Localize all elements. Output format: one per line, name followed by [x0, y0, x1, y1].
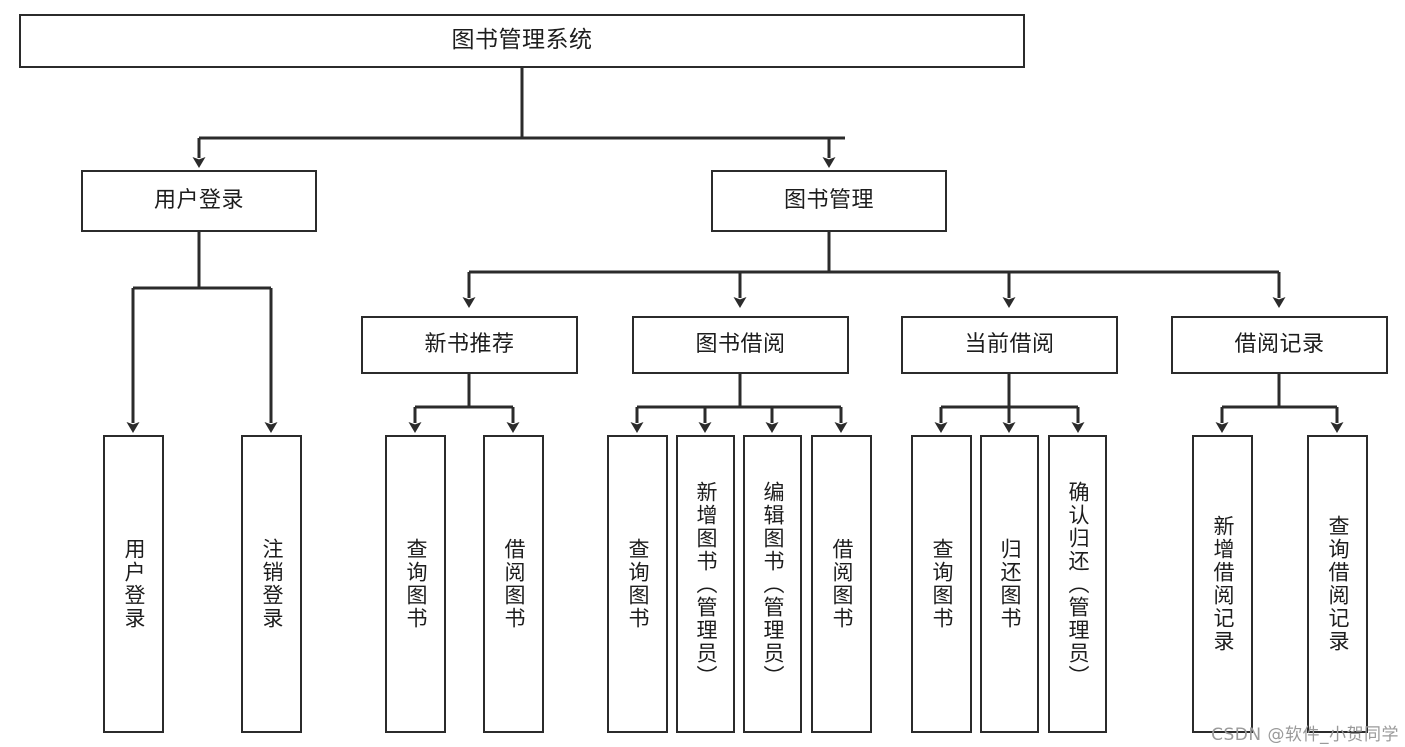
node-leaf-user-login-label: 用户登录 — [122, 538, 146, 630]
node-leaf-add-book-label: 新增图书（管理员） — [694, 480, 718, 688]
node-leaf-query-book-1[interactable]: 查询图书 — [385, 435, 446, 733]
node-user-login[interactable]: 用户登录 — [81, 170, 317, 232]
node-leaf-confirm-return-label: 确认归还（管理员） — [1066, 480, 1090, 688]
node-leaf-add-book[interactable]: 新增图书（管理员） — [676, 435, 735, 733]
node-leaf-query-book-3[interactable]: 查询图书 — [911, 435, 972, 733]
node-leaf-return-book-label: 归还图书 — [998, 538, 1022, 630]
node-leaf-edit-book-label: 编辑图书（管理员） — [761, 480, 785, 688]
node-leaf-query-book-2[interactable]: 查询图书 — [607, 435, 668, 733]
node-current-borrow-label: 当前借阅 — [964, 332, 1055, 358]
watermark-text: CSDN @软件_小贺同学 — [1211, 725, 1399, 745]
node-leaf-logout-label: 注销登录 — [260, 538, 284, 630]
node-borrow-record[interactable]: 借阅记录 — [1171, 316, 1388, 374]
node-leaf-confirm-return[interactable]: 确认归还（管理员） — [1048, 435, 1107, 733]
node-book-borrow-label: 图书借阅 — [695, 332, 786, 358]
node-new-book-rec-label: 新书推荐 — [424, 332, 515, 358]
node-leaf-borrow-book-2-label: 借阅图书 — [830, 538, 854, 630]
node-leaf-borrow-book-1[interactable]: 借阅图书 — [483, 435, 544, 733]
node-leaf-user-login[interactable]: 用户登录 — [103, 435, 164, 733]
node-book-borrow[interactable]: 图书借阅 — [632, 316, 849, 374]
node-current-borrow[interactable]: 当前借阅 — [901, 316, 1118, 374]
node-leaf-borrow-book-1-label: 借阅图书 — [502, 538, 526, 630]
node-new-book-rec[interactable]: 新书推荐 — [361, 316, 578, 374]
node-leaf-query-record-label: 查询借阅记录 — [1326, 515, 1350, 653]
node-borrow-record-label: 借阅记录 — [1234, 332, 1325, 358]
node-root[interactable]: 图书管理系统 — [19, 14, 1025, 68]
node-leaf-logout[interactable]: 注销登录 — [241, 435, 302, 733]
node-leaf-query-book-1-label: 查询图书 — [404, 538, 428, 630]
node-leaf-add-record[interactable]: 新增借阅记录 — [1192, 435, 1253, 733]
node-leaf-query-book-2-label: 查询图书 — [626, 538, 650, 630]
node-book-manage[interactable]: 图书管理 — [711, 170, 947, 232]
node-leaf-return-book[interactable]: 归还图书 — [980, 435, 1039, 733]
node-leaf-edit-book[interactable]: 编辑图书（管理员） — [743, 435, 802, 733]
node-root-label: 图书管理系统 — [451, 27, 593, 54]
node-leaf-borrow-book-2[interactable]: 借阅图书 — [811, 435, 872, 733]
node-book-manage-label: 图书管理 — [783, 188, 874, 214]
node-leaf-query-book-3-label: 查询图书 — [930, 538, 954, 630]
node-leaf-query-record[interactable]: 查询借阅记录 — [1307, 435, 1368, 733]
node-leaf-add-record-label: 新增借阅记录 — [1211, 515, 1235, 653]
node-user-login-label: 用户登录 — [153, 188, 244, 214]
